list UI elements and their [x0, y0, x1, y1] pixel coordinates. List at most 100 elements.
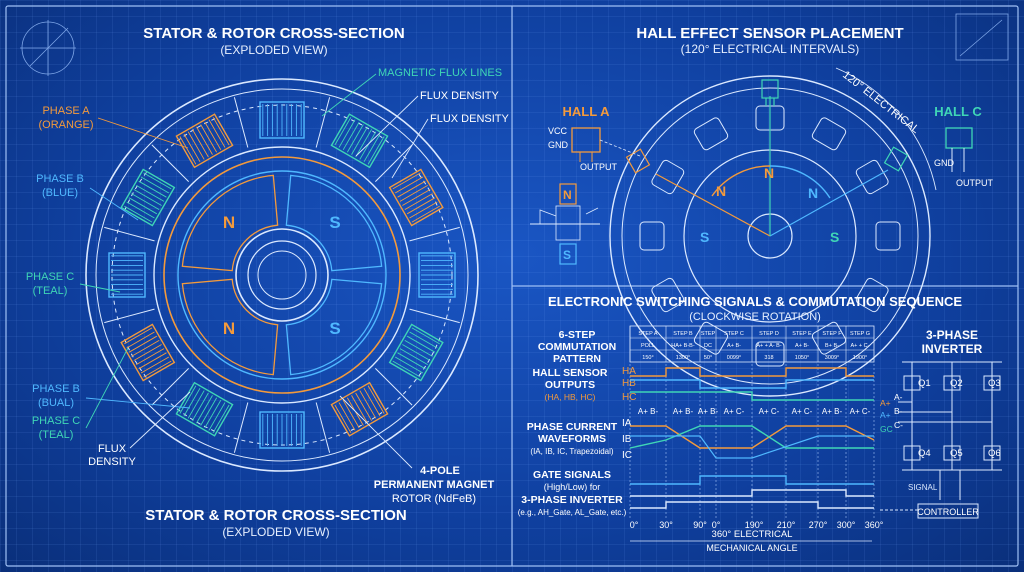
left-subtitle: (EXPLODED VIEW)	[220, 43, 327, 57]
coil-winding	[200, 124, 218, 153]
stator-coil	[259, 101, 305, 139]
angle-tick-label: 90°	[693, 520, 707, 530]
step-angle: 50°	[704, 355, 712, 361]
row-tag-hc: HC	[622, 392, 636, 403]
coil-winding	[367, 136, 385, 165]
switch-q5: Q5	[950, 448, 963, 459]
commutation-step-label: A+ C-	[759, 407, 780, 416]
stator-coil	[108, 252, 146, 298]
step-angle: 1050°	[795, 355, 809, 361]
coil-winding	[363, 387, 381, 417]
coil-winding	[131, 193, 160, 211]
stator-tooth	[233, 402, 249, 453]
inverter-switch-labels: Q1 Q2 Q3 Q4 Q5 Q6	[918, 378, 1001, 459]
electrical-label: 360° ELECTRICAL	[712, 529, 793, 540]
hall-stator-slot	[875, 221, 901, 251]
coil-outline	[388, 323, 444, 382]
hall-stator-slot	[811, 321, 847, 355]
coil-outline	[259, 101, 305, 139]
phase-c-current	[630, 435, 874, 459]
rotor-pole-segment	[181, 278, 279, 376]
gnd-label: GND	[548, 140, 569, 150]
coil-winding	[399, 184, 428, 202]
coil-winding	[131, 339, 160, 357]
gate-signal-1	[630, 475, 874, 485]
stator-coil	[388, 323, 444, 382]
hall-outputs-label-3: (HA, HB, HC)	[545, 392, 596, 402]
gate-signal-2	[630, 489, 874, 497]
coil-winding	[179, 385, 197, 414]
coil-winding	[359, 131, 377, 160]
step-name: STEP C	[724, 331, 744, 337]
coil-winding	[183, 133, 201, 163]
stator	[85, 78, 479, 472]
phase-current-label-2: WAVEFORMS	[538, 433, 606, 445]
phase-current-label-3: (IA, IB, IC, Trapezoidal)	[530, 447, 613, 456]
hall-sensor-c-chip	[883, 146, 909, 172]
inverter-panel: 3-PHASE INVERTER Q1 Q2 Q3 Q4 Q5 Q6 A+ A-	[880, 328, 1002, 519]
hall-stator-slots	[639, 105, 901, 367]
switch-q1: Q1	[918, 378, 931, 389]
coil-outline	[330, 113, 389, 169]
inv-in-5: GC	[880, 424, 893, 434]
coil-outline	[388, 168, 444, 227]
coil-winding	[143, 360, 172, 378]
phase-c2-label-2: (TEAL)	[39, 429, 74, 441]
coil-winding	[355, 129, 373, 158]
switching-subtitle: (CLOCKWISE ROTATION)	[689, 311, 821, 323]
row-tag-hb: HB	[622, 378, 636, 389]
coil-outline	[175, 113, 234, 169]
corner-ornaments	[20, 13, 1009, 76]
rotor-pole-label: S	[329, 213, 340, 232]
commutation-step-label: A+ B-	[698, 407, 719, 416]
step-switches: A+ B-	[727, 343, 741, 349]
step-name: STEP	[701, 331, 716, 337]
coil-winding	[140, 356, 170, 374]
gate-signal-3	[630, 501, 874, 509]
hall-stator-slot	[693, 117, 729, 151]
flux-lines-label: MAGNETIC FLUX LINES	[378, 67, 502, 79]
step-name: STEP D	[759, 331, 779, 337]
hall-pole-s2: S	[830, 229, 839, 245]
row-tag-ia: IA	[622, 418, 632, 429]
rotor-label-3: ROTOR (NdFeB)	[392, 493, 476, 505]
switch-q6: Q6	[988, 448, 1001, 459]
pattern-label-2: COMMUTATION	[538, 341, 616, 353]
hall-pole-n3: N	[808, 185, 818, 201]
coil-winding	[367, 385, 385, 414]
coil-winding	[404, 339, 433, 357]
stator-tooth	[151, 144, 190, 183]
coil-winding	[124, 205, 153, 223]
coil-outline	[108, 252, 146, 298]
step-switches: B+ B-	[825, 343, 839, 349]
gate-label-4: (e.g., AH_Gate, AL_Gate, etc.)	[518, 508, 627, 517]
controller-label: CONTROLLER	[917, 507, 979, 517]
coil-winding	[411, 327, 440, 345]
stator-tooth	[409, 308, 460, 324]
step-name: STEP E	[792, 331, 812, 337]
coil-winding	[334, 404, 352, 433]
coil-outline	[259, 411, 305, 449]
step-switches: POLL	[641, 343, 655, 349]
rotor-pole-segment	[181, 174, 279, 272]
coil-winding	[136, 348, 165, 366]
coil-winding	[128, 335, 158, 353]
mechanical-label: MECHANICAL ANGLE	[706, 543, 797, 553]
hall-pole-s1: S	[700, 229, 709, 245]
step-switches: A+ + C-	[851, 343, 870, 349]
switching-panel: ELECTRONIC SWITCHING SIGNALS & COMMUTATI…	[518, 294, 963, 553]
switch-q4: Q4	[918, 448, 931, 459]
coil-winding	[394, 176, 424, 194]
stator-tooth	[104, 308, 155, 324]
step-name: STEP F	[822, 331, 842, 337]
hall-subtitle: (120° ELECTRICAL INTERVALS)	[681, 42, 860, 56]
phase-c2-label: PHASE C	[32, 415, 80, 427]
phase-b2-label-2: (BUAL)	[38, 397, 74, 409]
coil-winding	[196, 126, 213, 155]
signal-label: SIGNAL	[908, 483, 938, 492]
coil-winding	[128, 197, 158, 215]
coil-winding	[138, 352, 167, 370]
hall-sensor-b-chip	[761, 79, 779, 106]
